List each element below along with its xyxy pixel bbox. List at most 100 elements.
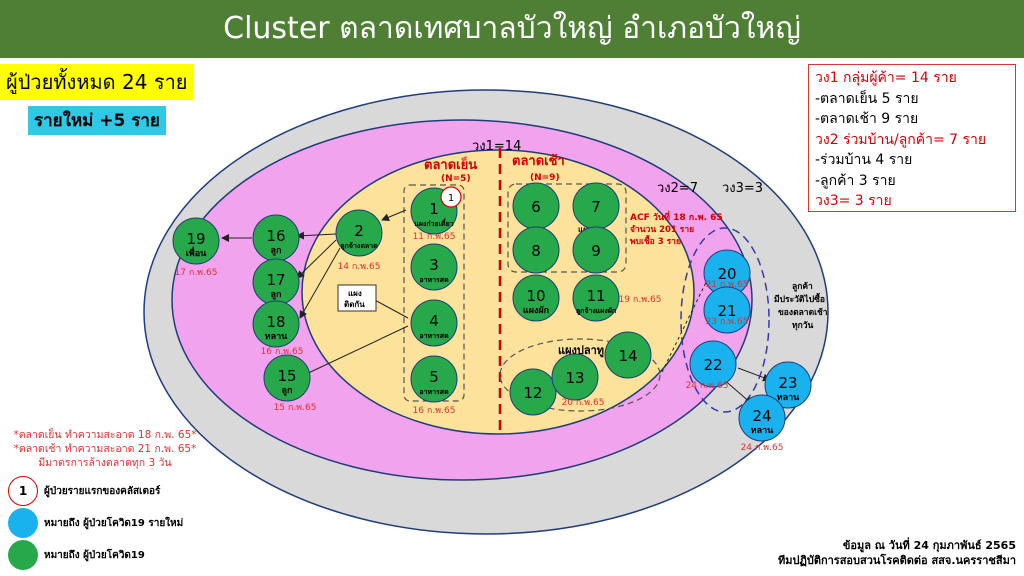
case-node-relation: หลาน: [751, 426, 775, 436]
adjacent-stall-box: [337, 284, 377, 312]
case-node-8: 8: [512, 226, 560, 274]
case-node-relation: อาหารสด: [419, 332, 449, 340]
case-node-circle: [551, 353, 599, 401]
case-node-number: 24: [752, 407, 771, 425]
case-node-number: 14: [618, 347, 637, 365]
note-cleaning-policy: มีมาตรการล้างตลาดทุก 3 วัน: [38, 457, 172, 469]
case-node-relation: อาหารสด: [419, 276, 449, 284]
first-case-marker: [440, 186, 462, 208]
case-node-number: 1: [429, 200, 439, 218]
case-node-number: 23: [778, 374, 797, 392]
legend-case-label: หมายถึง ผู้ป่วยโควิด19: [44, 549, 145, 561]
case-node-number: 3: [429, 256, 439, 274]
new-cases-badge: รายใหม่ +5 ราย: [28, 106, 166, 135]
case-node-3: 3 อาหารสด: [410, 243, 458, 291]
case-node-date: 20 ก.พ.65: [562, 398, 605, 408]
case-node-15: 15ลูก15 ก.พ.65: [263, 354, 316, 413]
ring-2-label: วง2=7: [657, 181, 698, 196]
case-node-number: 22: [703, 356, 722, 374]
case-node-date: 19 ก.พ.65: [619, 295, 662, 305]
legend-new-case: หมายถึง ผู้ป่วยโควิด19 รายใหม่: [8, 508, 183, 538]
case-node-relation: ลูกจ้างแผงผัก: [576, 306, 616, 316]
veg-stall-group: [507, 183, 627, 273]
legend-line-ring3: วง3= 3 ราย: [815, 193, 892, 209]
adjacent-stall-label-1: แผง: [348, 289, 362, 298]
case-node-relation: หลาน: [265, 332, 289, 342]
case-node-circle: [263, 354, 311, 402]
title-bar: Cluster ตลาดเทศบาลบัวใหญ่ อำเภอบัวใหญ่: [0, 0, 1024, 58]
case-node-date: 17 ก.พ.65: [175, 268, 218, 278]
customer-note-1: ลูกค้า: [792, 281, 813, 292]
case-node-number: 16: [266, 227, 285, 245]
case-node-22: 22 24 ก.พ.65: [686, 340, 737, 391]
legend-line-evening: -ตลาดเย็น 5 ราย: [815, 90, 919, 107]
case-node-relation: เพื่อน: [186, 246, 207, 259]
case-node-number: 10: [526, 287, 545, 305]
case-node-number: 18: [266, 313, 285, 331]
case-node-number: 21: [717, 302, 736, 320]
case-node-circle: [410, 355, 458, 403]
customer-note-3: ของตลาดเช้า: [778, 307, 828, 318]
legend-new-label: หมายถึง ผู้ป่วยโควิด19 รายใหม่: [44, 517, 184, 529]
case-node-number: 5: [429, 368, 439, 386]
legend-line-ring1: วง1 กลุ่มผู้ค้า= 14 ราย: [815, 70, 957, 86]
case-node-number: 4: [429, 312, 439, 330]
footer-date: ข้อมูล ณ วันที่ 24 กุมภาพันธ์ 2565: [842, 539, 1016, 552]
acf-line-1: ACF วันที่ 18 ก.พ. 65: [630, 210, 723, 223]
legend-first-label: ผู้ป่วยรายแรกของคลัสเตอร์: [44, 485, 161, 497]
ring-3-label: วง3=3: [722, 181, 763, 196]
case-node-date: 24 ก.พ.65: [686, 381, 729, 391]
legend-summary-box: วง1 กลุ่มผู้ค้า= 14 ราย -ตลาดเย็น 5 ราย …: [808, 64, 1016, 212]
case-node-circle: [410, 299, 458, 347]
case-node-circle: [572, 226, 620, 274]
case-node-number: 19: [186, 230, 205, 248]
customer-note-2: มีประวัติไปซื้อ: [774, 292, 825, 305]
case-node-14: 14: [604, 331, 652, 379]
case-node-number: 9: [591, 242, 601, 260]
case-node-number: 11: [586, 287, 605, 305]
case-node-circle: [252, 300, 300, 348]
legend-line-household: -ร่วมบ้าน 4 ราย: [815, 152, 913, 168]
case-symbol: [8, 540, 38, 570]
case-node-number: 8: [531, 242, 541, 260]
case-node-circle: [512, 274, 560, 322]
case-node-relation: แผงก๋วยเตี๋ยว: [414, 218, 453, 228]
legend-case: หมายถึง ผู้ป่วยโควิด19: [8, 540, 145, 570]
case-node-relation: แผงผัก: [523, 305, 549, 316]
case-node-17: 17ลูก: [252, 258, 300, 306]
case-node-relation: ลูก: [271, 290, 282, 300]
acf-line-3: พบเชื้อ 3 ราย: [630, 234, 681, 247]
case-node-relation: ลูกจ้างตลาด: [340, 241, 378, 251]
case-node-16: 16ลูก: [252, 214, 300, 262]
case-node-circle: [689, 340, 737, 388]
case-node-number: 13: [565, 369, 584, 387]
case-node-circle: [572, 274, 620, 322]
legend-first-case: 1 ผู้ป่วยรายแรกของคลัสเตอร์: [8, 476, 160, 506]
case-node-12: 12: [509, 368, 557, 416]
case-node-number: 15: [277, 367, 296, 385]
case-node-date: 14 ก.พ.65: [338, 262, 381, 272]
legend-line-customer: -ลูกค้า 3 ราย: [815, 172, 896, 189]
case-node-circle: [738, 394, 786, 442]
legend-line-ring2: วง2 ร่วมบ้าน/ลูกค้า= 7 ราย: [815, 131, 987, 148]
cleaning-notes: *ตลาดเย็น ทำความสะอาด 18 ก.พ. 65* *ตลาดเ…: [0, 428, 210, 470]
case-node-number: 12: [523, 384, 542, 402]
case-node-date: 11 ก.พ.65: [413, 232, 456, 242]
case-node-9: 9: [572, 226, 620, 274]
case-node-relation: ลูก: [271, 246, 282, 256]
case-node-date: 21 ก.พ.65: [706, 280, 749, 290]
case-node-circle: [172, 217, 220, 265]
case-node-date: 23 ก.พ.65: [706, 317, 749, 327]
case-node-circle: [335, 209, 383, 257]
acf-line-2: จำนวน 201 ราย: [630, 224, 694, 235]
case-node-number: 6: [531, 198, 541, 216]
